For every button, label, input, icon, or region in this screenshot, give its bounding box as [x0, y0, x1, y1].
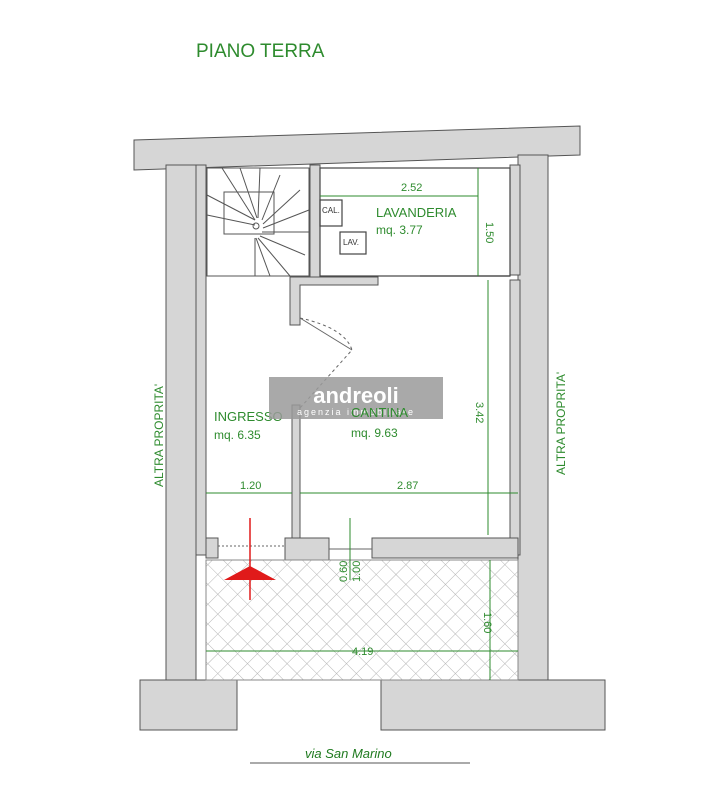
- stair-step: [221, 167, 256, 221]
- room-name-lavanderia: LAVANDERIA: [376, 205, 457, 220]
- room-outlines: [319, 167, 511, 277]
- dim-cantina-depth: 3.42: [473, 402, 485, 423]
- stair-step: [257, 237, 291, 277]
- left-inner-wall: [195, 164, 207, 556]
- room-area-ingresso: mq. 6.35: [214, 428, 261, 442]
- dim-ingresso-width: 1.20: [240, 480, 261, 492]
- pillar-center: [284, 537, 330, 561]
- stair-step: [262, 209, 310, 229]
- laundry-left-wall: [309, 164, 321, 278]
- cal-box: [319, 199, 343, 227]
- stair-outline: [206, 167, 310, 277]
- laundry-bottom-wall: [289, 276, 379, 326]
- watermark-brand: andreoli: [313, 383, 399, 408]
- right-outer-wall: [517, 154, 549, 681]
- right-inner-wall: [509, 279, 521, 556]
- room-area-lavanderia: mq. 3.77: [376, 223, 423, 237]
- room-name-cantina: CANTINA: [351, 405, 408, 420]
- lower-right-block: [380, 679, 606, 731]
- staircase: [206, 167, 310, 277]
- lav-box: [339, 231, 367, 255]
- dimension-lines: [206, 168, 518, 680]
- stair-center: [223, 191, 275, 235]
- stair-step: [259, 235, 306, 256]
- stair-step: [262, 189, 301, 225]
- dim-door-b: 1.00: [351, 561, 363, 582]
- dim-door-a: 0.60: [338, 561, 350, 582]
- top-wall: [133, 125, 581, 171]
- label-neighbor-right: ALTRA PROPRITA': [554, 372, 568, 475]
- dim-court-width: 4.19: [352, 646, 373, 658]
- lower-left-block: [139, 679, 238, 731]
- door-leaf: [299, 317, 353, 351]
- laundry-right-wall: [509, 164, 521, 276]
- stair-step: [261, 174, 281, 221]
- street-name: via San Marino: [305, 746, 392, 761]
- dim-cantina-width: 2.87: [397, 480, 418, 492]
- dim-lavanderia-depth: 1.50: [483, 222, 495, 243]
- stair-step: [257, 167, 261, 219]
- dim-lavanderia-width: 2.52: [401, 182, 422, 194]
- bottom-wall-right: [371, 537, 519, 559]
- stair-newel: [252, 222, 260, 230]
- entrance-arrow: [224, 518, 276, 600]
- stub-wall-left: [205, 537, 219, 559]
- dim-court-depth: 1.60: [481, 612, 493, 633]
- stair-step: [206, 214, 256, 226]
- label-neighbor-left: ALTRA PROPRITA': [152, 384, 166, 487]
- label-lav: LAV.: [343, 238, 359, 247]
- walls: [133, 125, 606, 731]
- watermark-background: [269, 377, 443, 419]
- room-name-ingresso: INGRESSO: [214, 409, 283, 424]
- watermark-tagline: agenzia immobiliare: [297, 407, 415, 417]
- partition-wall-ingresso-cantina: [291, 404, 301, 556]
- stair-step: [239, 167, 258, 219]
- floor-title: PIANO TERRA: [196, 41, 325, 62]
- left-outer-wall: [165, 164, 197, 681]
- stair-step: [255, 237, 271, 277]
- stair-step: [206, 194, 256, 221]
- watermark: andreoli agenzia immobiliare: [269, 377, 443, 419]
- room-area-cantina: mq. 9.63: [351, 426, 398, 440]
- entrance-arrow-head: [224, 566, 276, 580]
- label-cal: CAL.: [322, 206, 340, 215]
